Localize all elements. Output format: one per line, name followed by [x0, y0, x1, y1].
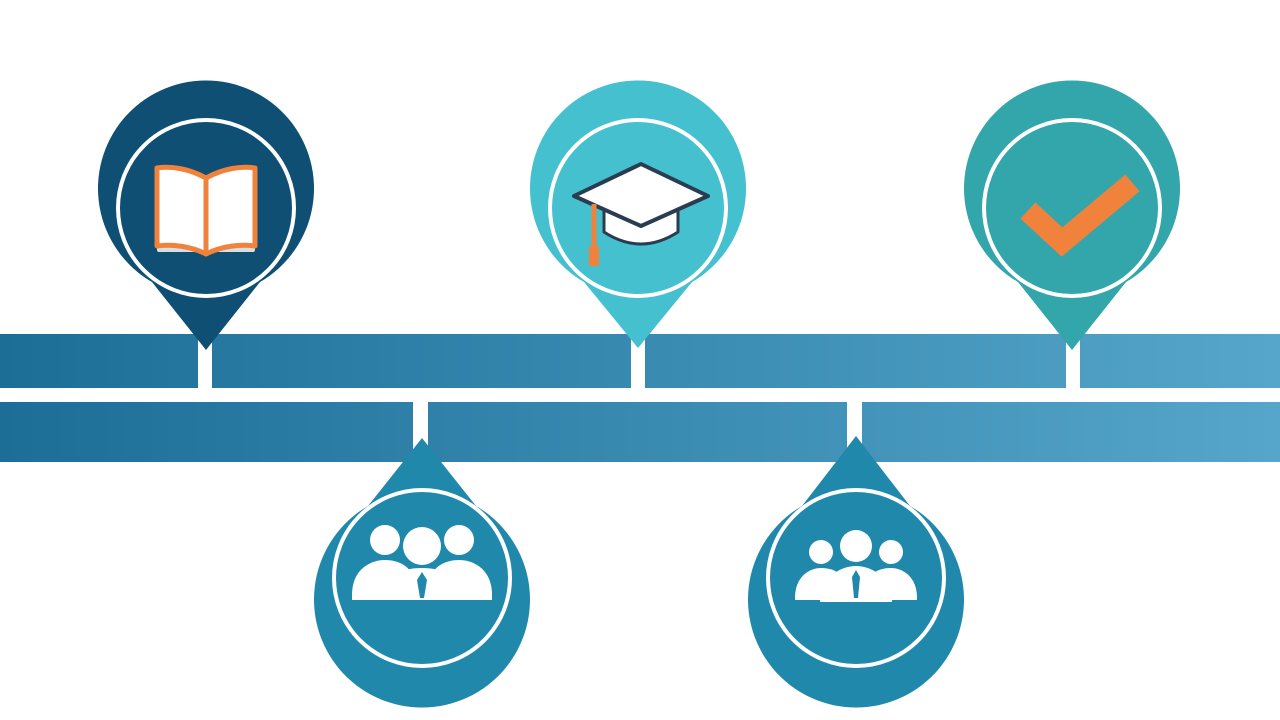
pin-ring	[982, 118, 1162, 298]
milestone-pin-team-1	[313, 438, 530, 708]
upper-bar-segment-3	[645, 334, 1066, 388]
upper-timeline-row	[0, 334, 1280, 388]
milestone-pin-book	[98, 80, 315, 351]
checkmark-icon	[1020, 174, 1140, 257]
milestone-pin-checkmark	[964, 80, 1181, 351]
pin-ring	[548, 118, 728, 298]
team-group-icon	[795, 530, 917, 602]
lower-timeline-row	[0, 402, 1280, 462]
pin-ring	[116, 118, 296, 298]
graduation-cap-icon	[572, 162, 710, 266]
upper-bar-segment-4	[1080, 334, 1280, 388]
open-book-icon	[154, 164, 258, 257]
pin-ring	[332, 488, 512, 668]
milestone-pin-team-2	[748, 436, 965, 708]
lower-bar-segment-1	[0, 402, 413, 462]
team-group-icon	[352, 525, 492, 600]
pin-marker	[964, 80, 1181, 351]
upper-bar-segment-2	[212, 334, 631, 388]
pin-ring	[766, 488, 946, 668]
milestone-pin-graduation	[530, 80, 747, 349]
lower-bar-segment-2	[428, 402, 847, 462]
lower-bar-segment-3	[862, 402, 1280, 462]
upper-bar-segment-1	[0, 334, 198, 388]
